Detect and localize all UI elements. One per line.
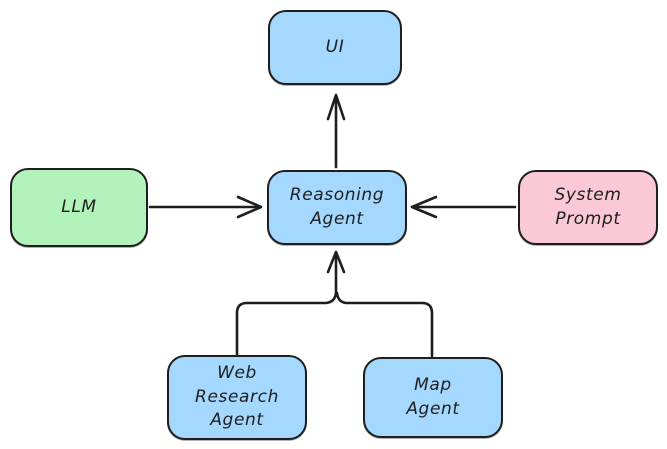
- arrow-llm-to-reasoning-agent: [148, 195, 263, 219]
- node-map-agent: Map Agent: [363, 357, 503, 438]
- node-llm: LLM: [10, 168, 148, 247]
- node-ui: UI: [268, 10, 402, 85]
- node-web-research-agent: Web Research Agent: [167, 355, 307, 440]
- node-system-prompt: System Prompt: [518, 170, 658, 245]
- node-reasoning-agent: Reasoning Agent: [267, 170, 407, 245]
- arrow-reasoning-agent-to-ui: [326, 93, 346, 169]
- node-map-agent-label: Map Agent: [406, 375, 460, 419]
- node-system-prompt-label: System Prompt: [554, 185, 622, 229]
- node-ui-label: UI: [325, 36, 345, 57]
- node-web-research-agent-label: Web Research Agent: [195, 363, 279, 431]
- node-reasoning-agent-label: Reasoning Agent: [289, 185, 385, 229]
- node-llm-label: LLM: [61, 196, 97, 217]
- arrow-system-prompt-to-reasoning-agent: [410, 195, 517, 219]
- arrow-agents-merge-to-reasoning-agent: [235, 250, 434, 358]
